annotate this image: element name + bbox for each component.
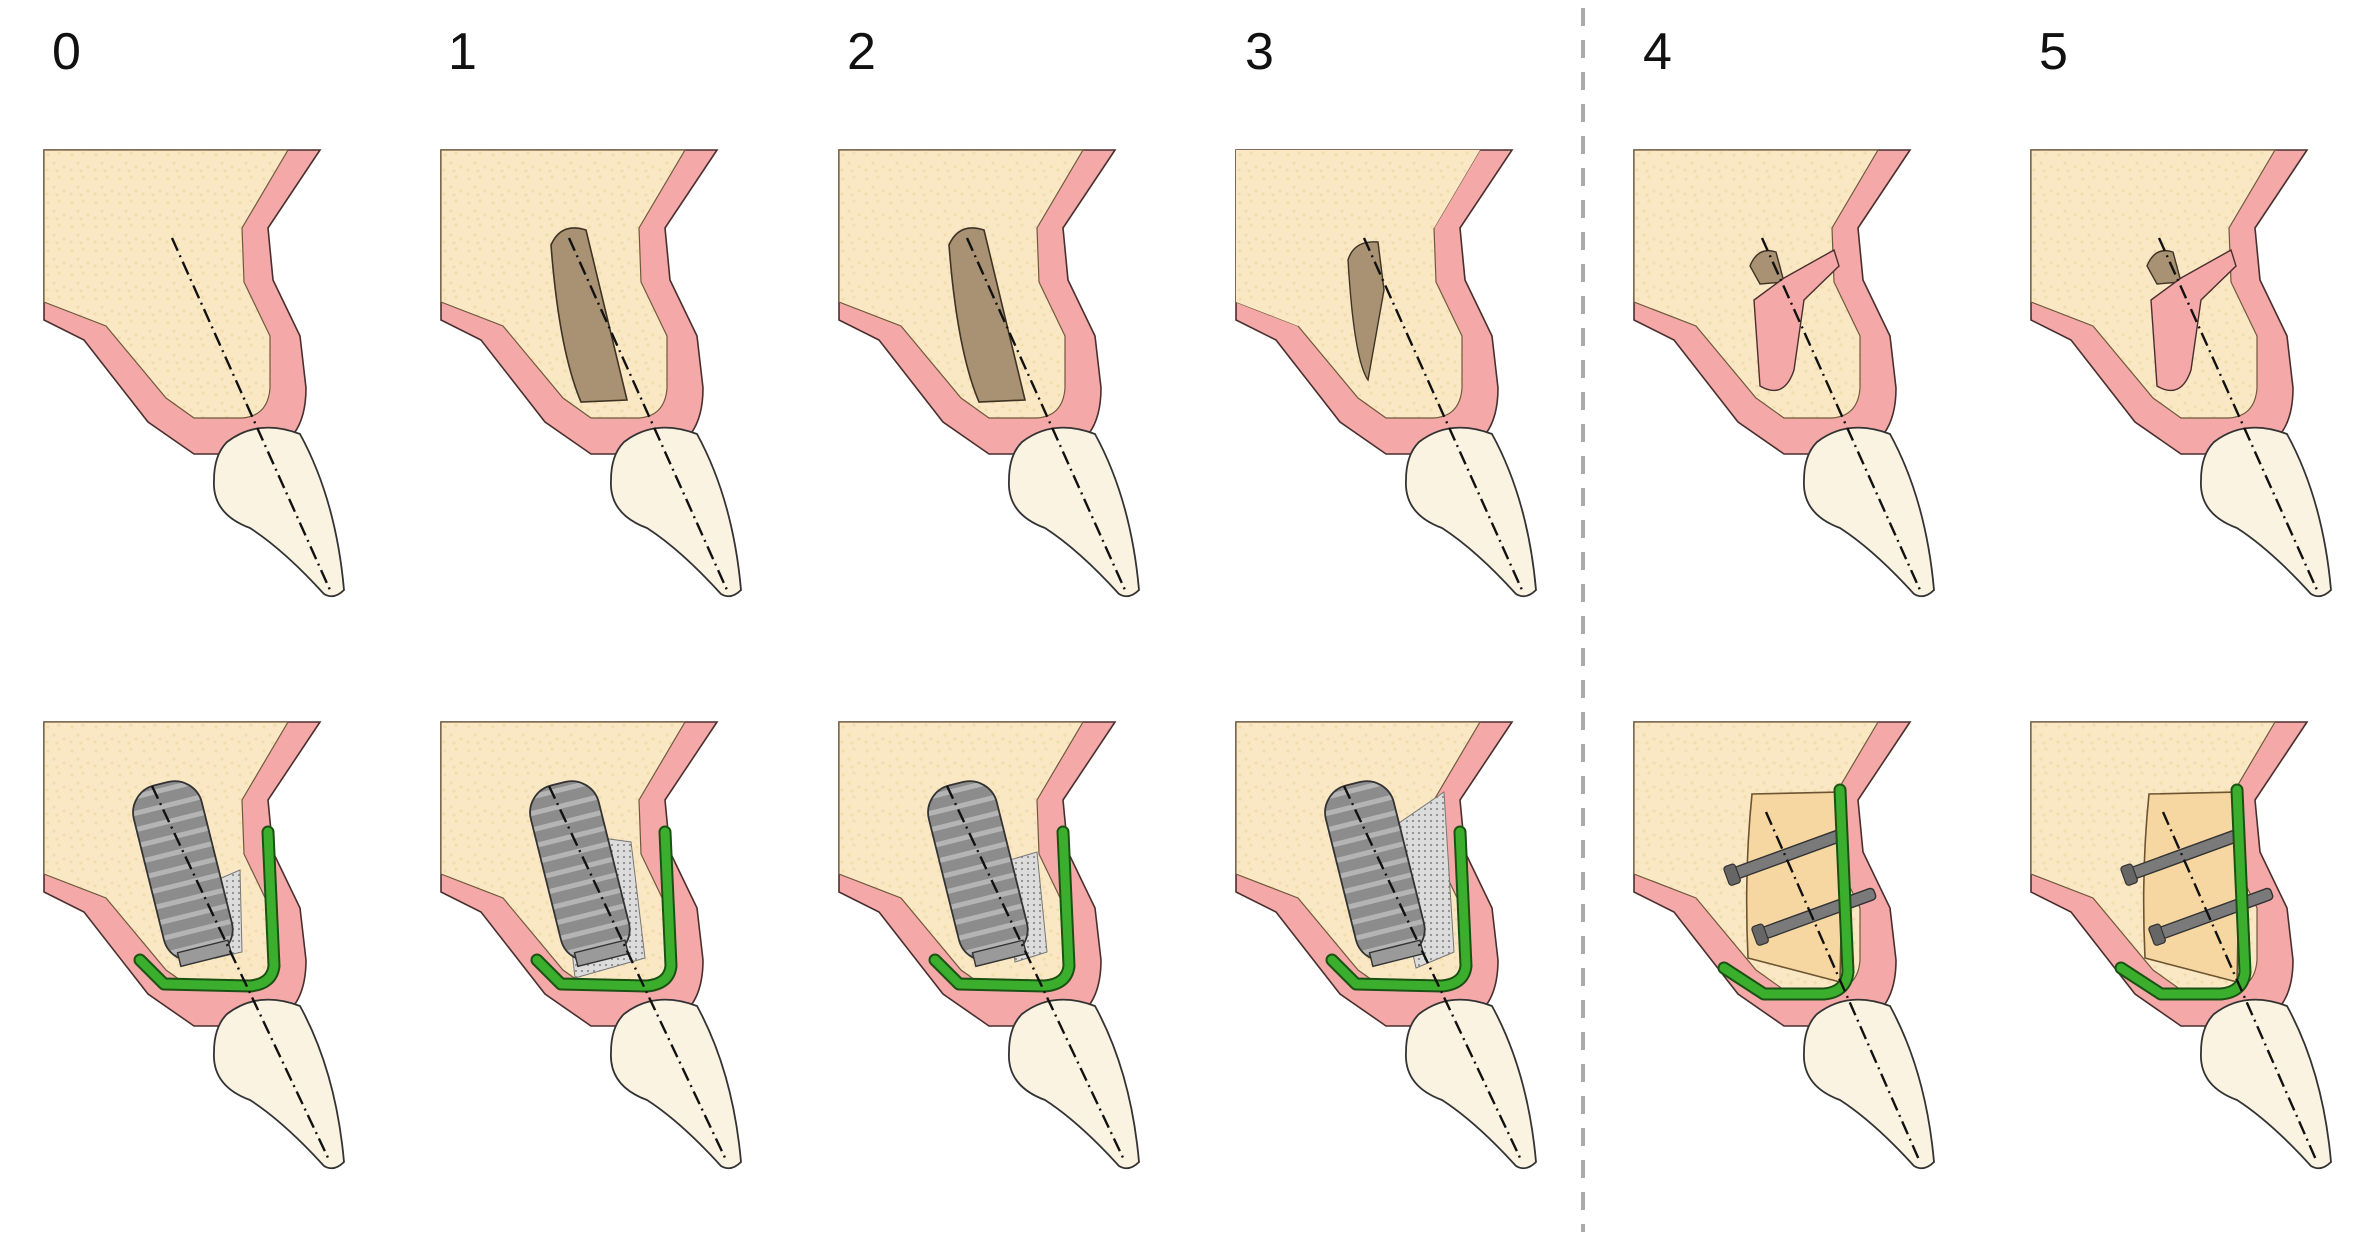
alveolar-bone xyxy=(43,149,290,419)
diagram-top-4 xyxy=(1633,149,1935,598)
implant-collar xyxy=(176,939,233,968)
implant-collar xyxy=(573,939,630,968)
dental-implant xyxy=(927,780,1029,968)
dental-implant xyxy=(132,780,234,968)
diagram-top-2 xyxy=(838,149,1140,598)
barrier-membrane xyxy=(135,827,279,991)
thin-buccal-wall xyxy=(1753,248,1840,392)
stage-label-4: 4 xyxy=(1643,23,1672,81)
screw-head xyxy=(2120,863,2138,886)
adjacent-tooth xyxy=(1405,426,1537,598)
screw-head xyxy=(1751,923,1769,946)
implant-collar xyxy=(971,939,1028,968)
implant-axis xyxy=(1760,237,1922,591)
adjacent-tooth xyxy=(1803,998,1935,1170)
diagram-top-5 xyxy=(2030,149,2332,598)
implant-axis xyxy=(567,237,729,591)
socket-graft xyxy=(948,227,1027,403)
diagram-bottom-5 xyxy=(2030,721,2332,1170)
diagram-bottom-4 xyxy=(1633,721,1935,1170)
implant-axis xyxy=(2161,811,2319,1163)
implant-collar xyxy=(1368,939,1425,968)
alveolar-bone xyxy=(1633,149,1880,419)
residual-graft xyxy=(1749,249,1785,285)
adjacent-tooth xyxy=(2200,426,2332,598)
alveolar-bone xyxy=(2030,149,2277,419)
stage-label-1: 1 xyxy=(448,23,477,81)
diagram-bottom-3 xyxy=(1235,721,1537,1170)
implant-axis xyxy=(965,237,1127,591)
adjacent-tooth xyxy=(1803,426,1935,598)
adjacent-tooth xyxy=(610,998,742,1170)
residual-graft xyxy=(2146,249,2182,285)
bone-block-graft xyxy=(1745,791,1845,984)
dental-implant xyxy=(529,780,631,968)
implant-axis xyxy=(1362,237,1524,591)
dental-implant xyxy=(1324,780,1426,968)
diagram-top-0 xyxy=(43,149,345,598)
thin-buccal-wall xyxy=(2150,248,2237,392)
diagram-bottom-0 xyxy=(43,721,345,1170)
residual-graft xyxy=(1347,241,1385,382)
stage-label-5: 5 xyxy=(2039,23,2068,81)
adjacent-tooth xyxy=(1405,998,1537,1170)
diagram-top-3 xyxy=(1235,149,1537,598)
adjacent-tooth xyxy=(1008,426,1140,598)
stage-label-3: 3 xyxy=(1245,23,1274,81)
barrier-membrane xyxy=(532,827,676,991)
fixation-screw xyxy=(1723,827,1849,886)
barrier-membrane xyxy=(930,827,1074,991)
diagram-bottom-2 xyxy=(838,721,1140,1170)
barrier-membrane xyxy=(1719,785,1853,999)
diagram-bottom-1 xyxy=(440,721,742,1170)
adjacent-tooth xyxy=(213,998,345,1170)
stage-label-2: 2 xyxy=(847,23,876,81)
implant-axis xyxy=(2157,237,2319,591)
socket-graft xyxy=(550,227,629,403)
implant-axis xyxy=(1342,785,1524,1163)
barrier-membrane xyxy=(1327,827,1471,991)
adjacent-tooth xyxy=(610,426,742,598)
adjacent-tooth xyxy=(2200,998,2332,1170)
implant-axis xyxy=(945,785,1127,1163)
barrier-membrane xyxy=(2116,785,2250,999)
implant-axis xyxy=(170,237,332,591)
implant-axis xyxy=(1764,811,1922,1163)
diagram-top-1 xyxy=(440,149,742,598)
bone-block-graft xyxy=(2142,791,2242,984)
adjacent-tooth xyxy=(1008,998,1140,1170)
screw-head xyxy=(2148,923,2166,946)
adjacent-tooth xyxy=(213,426,345,598)
implant-axis xyxy=(150,785,332,1163)
stage-label-0: 0 xyxy=(52,23,81,81)
screw-head xyxy=(1723,863,1741,886)
implant-axis xyxy=(547,785,729,1163)
